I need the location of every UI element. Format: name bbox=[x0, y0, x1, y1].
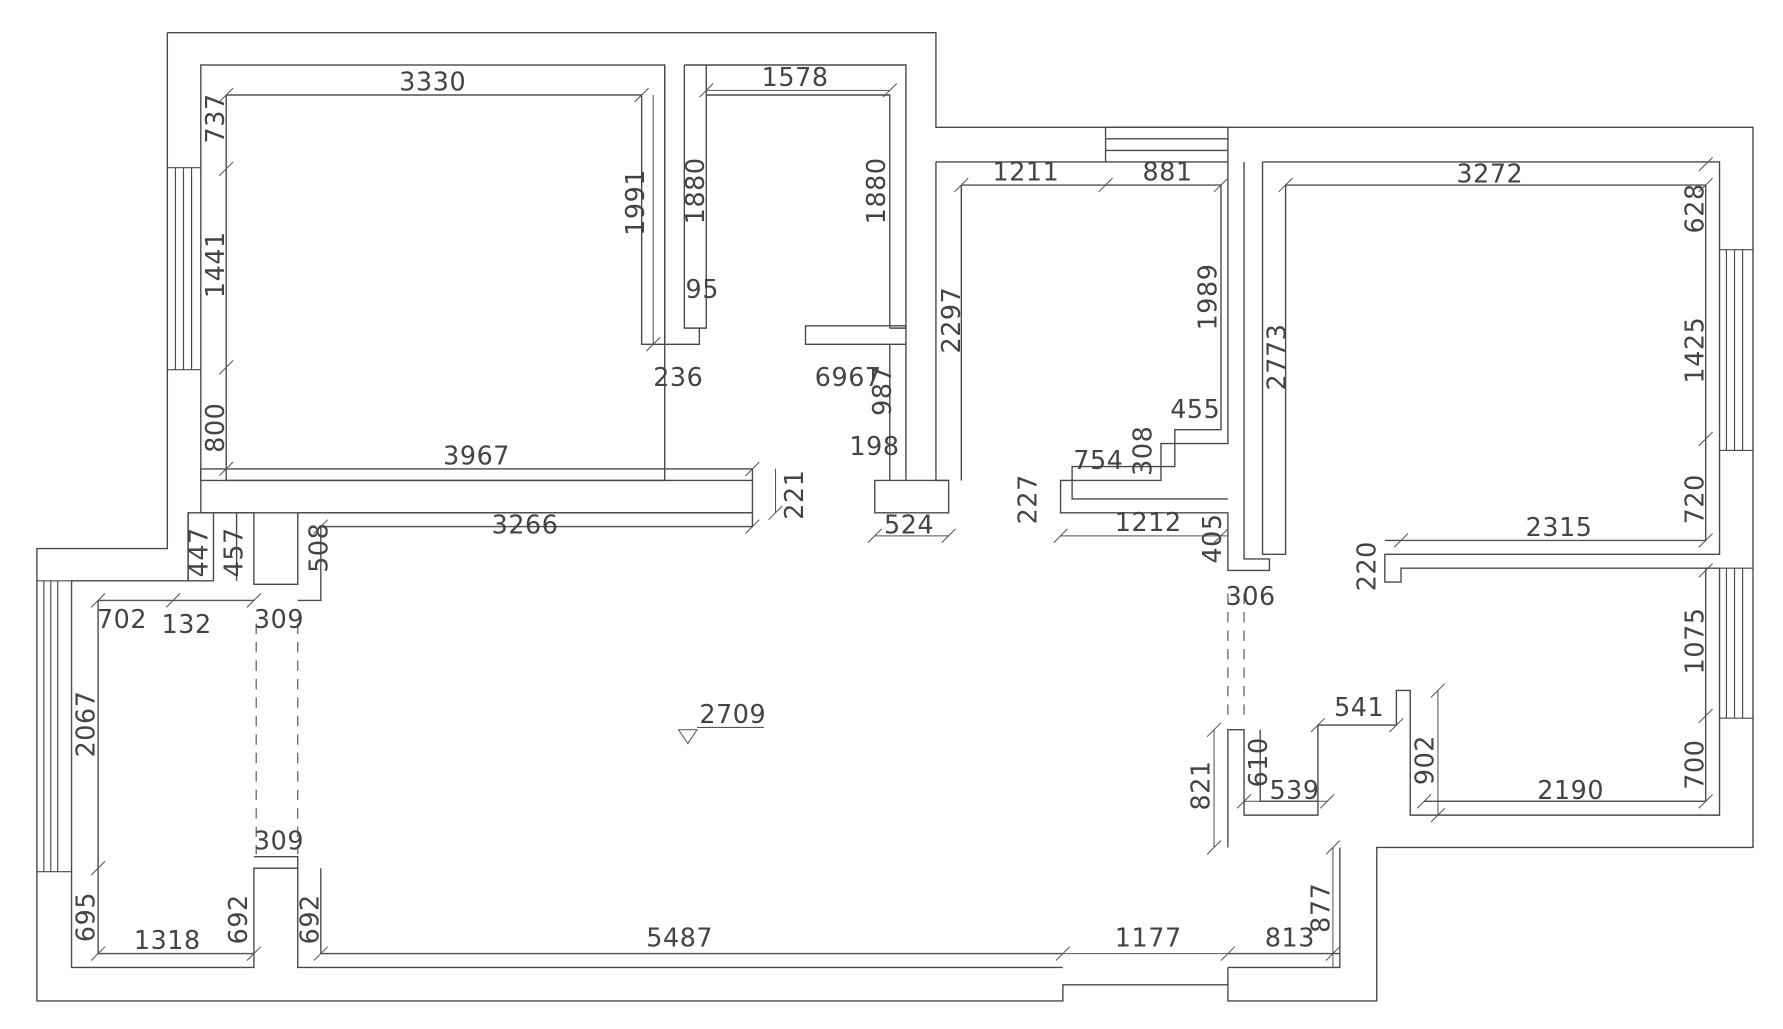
dim-754: 754 bbox=[1073, 445, 1123, 475]
level-mark-label: 2709 bbox=[699, 699, 766, 729]
dim-628: 628 bbox=[1679, 183, 1709, 233]
dim-1211: 1211 bbox=[992, 156, 1059, 186]
dim-3266: 3266 bbox=[492, 510, 559, 540]
level-marker: 2709 bbox=[677, 699, 766, 745]
corridor-column bbox=[874, 344, 950, 514]
dim-447: 447 bbox=[184, 527, 214, 577]
partition-wall-a bbox=[664, 64, 701, 345]
room-top-left-inner-wall bbox=[200, 64, 666, 482]
dim-1177: 1177 bbox=[1115, 923, 1182, 953]
dim-1441: 1441 bbox=[200, 231, 230, 298]
living-inner-lines bbox=[97, 512, 1063, 955]
window-right-bottom bbox=[1719, 567, 1753, 719]
dim-1880-a: 1880 bbox=[680, 157, 710, 224]
dim-692-a: 692 bbox=[223, 894, 253, 944]
dim-1578: 1578 bbox=[762, 62, 829, 92]
dim-455: 455 bbox=[1170, 394, 1220, 424]
dim-695: 695 bbox=[71, 892, 101, 942]
dim-309-a: 309 bbox=[254, 604, 304, 634]
dim-877: 877 bbox=[1305, 883, 1335, 933]
dim-1075: 1075 bbox=[1679, 607, 1709, 674]
dim-1425: 1425 bbox=[1679, 317, 1709, 384]
dim-3330: 3330 bbox=[399, 66, 466, 96]
stair-block bbox=[1104, 126, 1229, 162]
dim-902: 902 bbox=[1409, 735, 1439, 785]
dim-198: 198 bbox=[849, 431, 899, 461]
dim-3967: 3967 bbox=[443, 440, 510, 470]
dim-220: 220 bbox=[1352, 541, 1382, 591]
dim-1212: 1212 bbox=[1115, 507, 1182, 537]
dim-720: 720 bbox=[1679, 474, 1709, 524]
door-left-stub bbox=[253, 855, 299, 869]
dim-524: 524 bbox=[884, 510, 934, 540]
dim-541: 541 bbox=[1334, 692, 1384, 722]
window-left-top bbox=[167, 167, 201, 371]
dim-1991: 1991 bbox=[620, 169, 650, 236]
dim-2773: 2773 bbox=[1262, 324, 1292, 391]
dim-2190: 2190 bbox=[1537, 775, 1604, 805]
dim-308: 308 bbox=[1128, 426, 1158, 476]
dimension-lines bbox=[98, 89, 1706, 968]
window-right-top bbox=[1719, 249, 1753, 452]
dim-610: 610 bbox=[1243, 737, 1273, 787]
dim-2067: 2067 bbox=[71, 691, 101, 758]
living-top-wall bbox=[70, 512, 1063, 969]
column-left bbox=[187, 512, 238, 582]
corridor-right-wall bbox=[935, 161, 1271, 572]
dim-813: 813 bbox=[1265, 923, 1315, 953]
dim-236: 236 bbox=[653, 362, 703, 392]
dim-737: 737 bbox=[200, 93, 230, 143]
dim-405: 405 bbox=[1197, 513, 1227, 563]
dim-881: 881 bbox=[1143, 156, 1193, 186]
dim-227: 227 bbox=[1012, 474, 1042, 524]
dim-987: 987 bbox=[867, 366, 897, 416]
dim-702: 702 bbox=[97, 604, 147, 634]
room-top-left-bottom-wall bbox=[200, 468, 754, 514]
dim-821: 821 bbox=[1185, 760, 1215, 810]
dim-1318: 1318 bbox=[134, 925, 201, 955]
dim-306: 306 bbox=[1226, 581, 1276, 611]
dim-95: 95 bbox=[686, 274, 719, 304]
bedroom-right-bottom-wall bbox=[1227, 568, 1721, 848]
dim-700: 700 bbox=[1679, 740, 1709, 790]
dimension-ticks bbox=[90, 83, 1713, 961]
dim-800: 800 bbox=[200, 403, 230, 453]
dim-457: 457 bbox=[218, 527, 248, 577]
dim-2315: 2315 bbox=[1526, 512, 1593, 542]
dim-2297: 2297 bbox=[936, 287, 966, 354]
dimension-labels: 3330 1578 737 1441 800 1991 1880 1880 95… bbox=[71, 62, 1710, 955]
dim-692-b: 692 bbox=[295, 894, 325, 944]
top-left-inner-lines bbox=[225, 94, 665, 481]
dim-539: 539 bbox=[1269, 775, 1319, 805]
dim-5487: 5487 bbox=[646, 923, 713, 953]
bedroom-right-top-wall bbox=[1261, 161, 1721, 583]
dim-3272: 3272 bbox=[1456, 159, 1523, 189]
window-left-bottom bbox=[36, 580, 72, 873]
dim-309-b: 309 bbox=[254, 826, 304, 856]
dim-508: 508 bbox=[304, 523, 334, 573]
corridor-inner-lines bbox=[1071, 185, 1228, 500]
dim-1880-b: 1880 bbox=[861, 157, 891, 224]
closet-wall bbox=[683, 64, 907, 329]
dim-6967: 6967 bbox=[815, 362, 882, 392]
dim-221: 221 bbox=[779, 470, 809, 520]
dim-1989: 1989 bbox=[1192, 264, 1222, 331]
dim-132: 132 bbox=[162, 609, 212, 639]
